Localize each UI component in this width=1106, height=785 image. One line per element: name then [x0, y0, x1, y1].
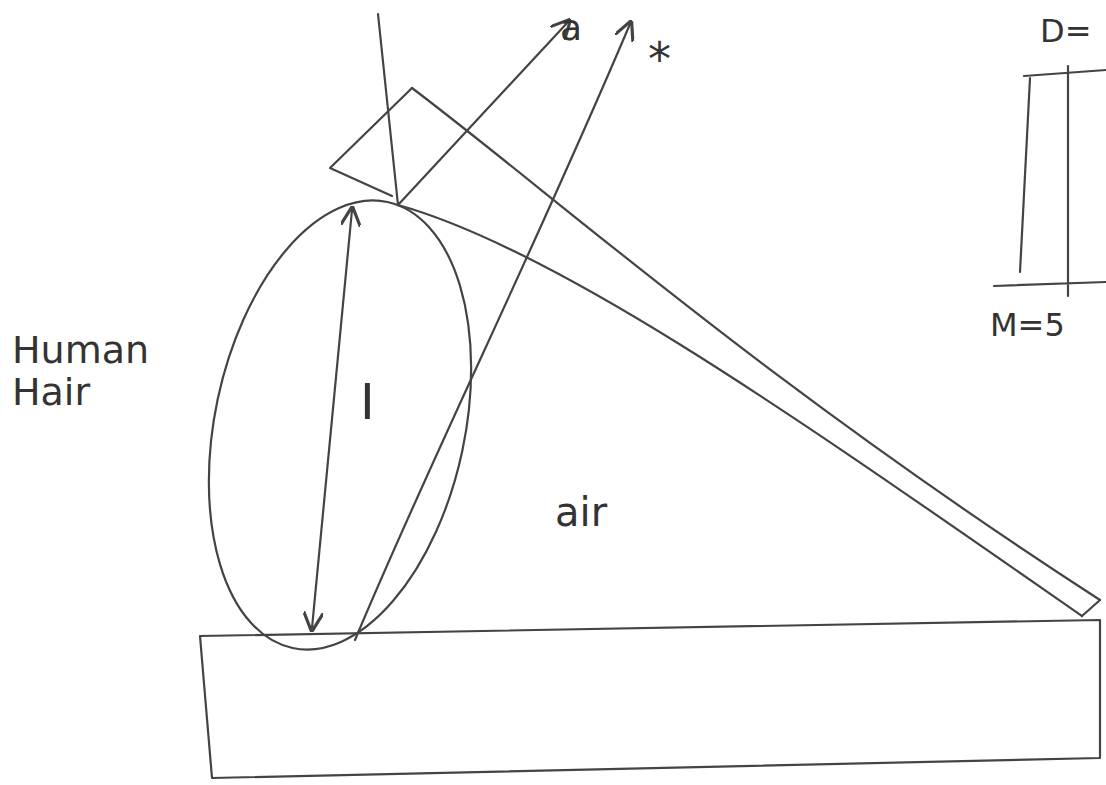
inset-sketch — [994, 66, 1106, 296]
object-label: Human Hair — [12, 330, 162, 414]
vertical-ray — [378, 14, 398, 205]
wedge-lower — [398, 205, 1082, 616]
angle-label: a — [560, 8, 582, 48]
thickness-arrow — [312, 210, 352, 628]
optical-axis-arrow — [355, 24, 630, 640]
angle-ray — [398, 22, 568, 205]
wedge-tip — [1082, 600, 1100, 616]
inset-label: M=5 — [990, 308, 1065, 343]
wedge-upper — [412, 88, 1100, 600]
marker-symbol: * — [648, 34, 671, 85]
medium-label: air — [555, 490, 607, 534]
hair-cross-section — [170, 176, 509, 674]
bracket — [330, 88, 412, 196]
inset-label: D= — [1040, 14, 1091, 49]
thickness-label: I — [360, 375, 375, 430]
